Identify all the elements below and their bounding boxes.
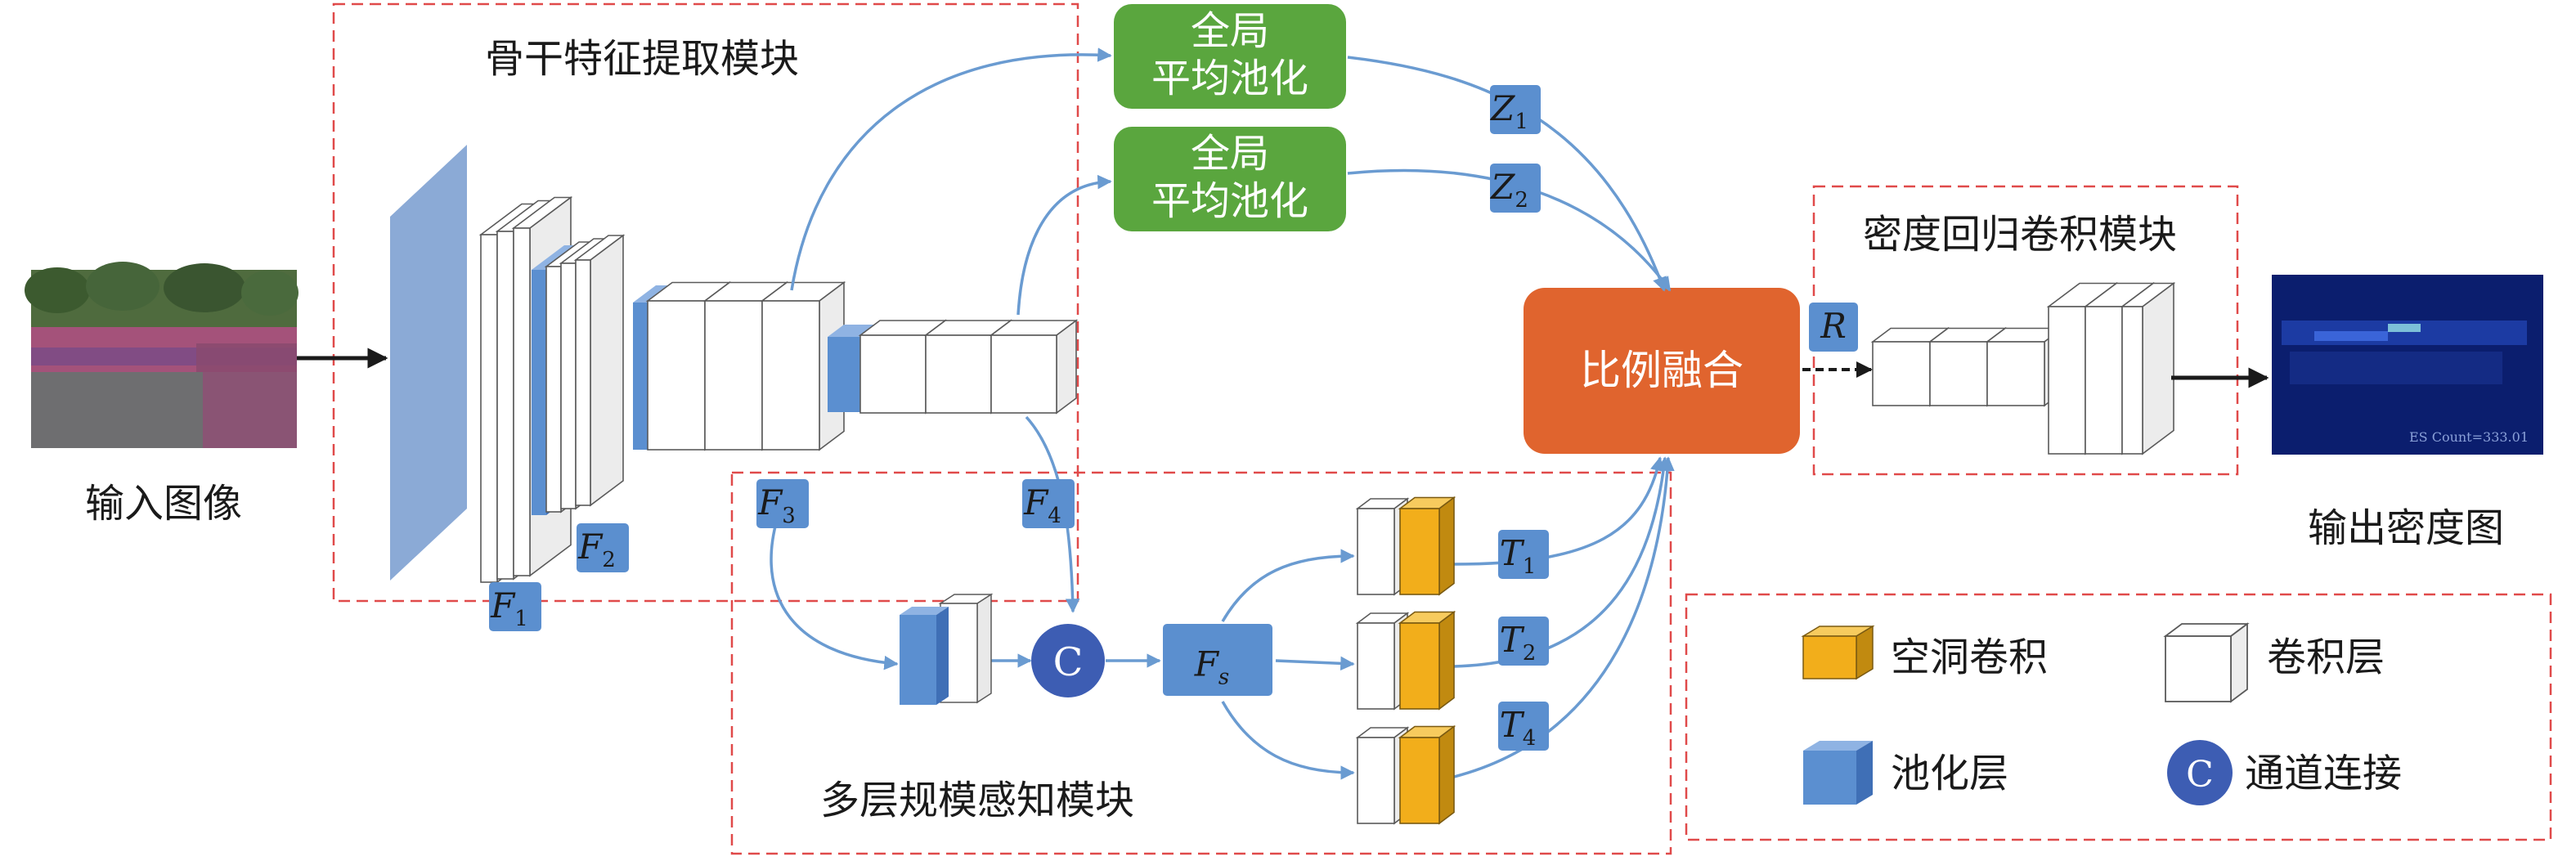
legend-conv-layer <box>2163 622 2250 703</box>
arrow-t1-to-fusion <box>1453 456 1665 566</box>
tag-fs-subscript: s <box>1218 665 1229 689</box>
tag-z1: Z1 <box>1489 85 1541 134</box>
gap-box-2: 全局 平均池化 <box>1114 127 1346 231</box>
legend-frame <box>1685 593 2552 841</box>
tag-t2: T2 <box>1498 617 1549 666</box>
scale-fusion-box: 比例融合 <box>1524 288 1800 454</box>
tag-f2-subscript: 2 <box>602 548 616 572</box>
density-module-title: 密度回归卷积模块 <box>1863 212 2177 258</box>
svg-text:T4: T4 <box>1500 705 1537 751</box>
density-conv6 <box>2120 281 2176 455</box>
tag-t1-letter: T <box>1500 533 1525 573</box>
input-layer-plane <box>390 145 467 581</box>
svg-text:F1: F1 <box>490 585 528 631</box>
tag-fs-letter: F <box>1194 644 1220 684</box>
gap-box-1: 全局 平均池化 <box>1114 4 1346 109</box>
tag-r-letter: R <box>1820 306 1847 346</box>
tag-f4: F4 <box>1022 479 1075 528</box>
tag-t2-subscript: 2 <box>1523 641 1537 666</box>
concat-node: C <box>1031 624 1105 697</box>
svg-text:T2: T2 <box>1500 620 1537 666</box>
input-image <box>25 262 298 448</box>
branch1-dilated-conv <box>1398 496 1456 596</box>
multiscale-module-title: 多层规模感知模块 <box>820 778 1134 823</box>
tag-fs: Fs <box>1163 624 1272 696</box>
output-count-text: ES Count=333.01 <box>2409 429 2529 445</box>
tag-z1-subscript: 1 <box>1515 110 1528 134</box>
backbone-conv2c <box>573 234 626 507</box>
tag-t2-letter: T <box>1500 620 1525 660</box>
arrow-fs-to-branch3 <box>1221 701 1355 780</box>
tag-f4-letter: F <box>1023 482 1049 522</box>
legend-concat-label: 通道连接 <box>2245 751 2402 796</box>
arrow-t4-to-fusion <box>1453 456 1675 778</box>
scale-fusion-label: 比例融合 <box>1580 347 1744 394</box>
tag-r: R <box>1809 303 1858 352</box>
tag-f4-subscript: 4 <box>1048 504 1061 528</box>
legend-pool-layer-label: 池化层 <box>1891 751 2008 796</box>
svg-text:Fs: Fs <box>1194 644 1230 689</box>
svg-text:T1: T1 <box>1500 533 1537 579</box>
tag-t1-subscript: 1 <box>1523 554 1537 579</box>
backbone-conv4c <box>989 319 1079 415</box>
tag-f1-subscript: 1 <box>514 607 528 631</box>
branch1-conv <box>1355 497 1410 596</box>
tag-z2-letter: Z <box>1489 167 1515 207</box>
tag-f2: F2 <box>577 523 629 572</box>
output-label: 输出密度图 <box>2308 505 2504 551</box>
tag-z2-subscript: 2 <box>1515 188 1528 213</box>
svg-text:F3: F3 <box>757 482 796 528</box>
legend-dilated-conv <box>1801 625 1875 680</box>
svg-text:F4: F4 <box>1023 482 1061 528</box>
tag-f1: F1 <box>489 582 541 631</box>
svg-text:R: R <box>1820 306 1847 346</box>
legend-dilated-conv-label: 空洞卷积 <box>1891 635 2048 680</box>
tag-t4-letter: T <box>1500 705 1525 745</box>
output-density-map: ES Count=333.01 <box>2272 275 2543 455</box>
backbone-module-frame <box>332 2 1079 603</box>
tag-t1: T1 <box>1498 530 1549 579</box>
branch2-conv <box>1355 612 1410 711</box>
gap-box-1-line1: 全局 <box>1191 8 1269 54</box>
fs-pool-conv-block <box>900 593 994 705</box>
tag-f3-letter: F <box>757 482 783 522</box>
branch2-dilated-conv <box>1398 610 1456 711</box>
svg-text:Z1: Z1 <box>1489 88 1528 134</box>
arrow-backbone-to-gap2 <box>1016 174 1112 316</box>
legend-pool-layer <box>1803 741 1873 805</box>
legend-conv-layer-label: 卷积层 <box>2267 635 2385 680</box>
tag-z1-letter: Z <box>1489 88 1515 128</box>
tag-t4: T4 <box>1498 702 1549 751</box>
concat-symbol: C <box>1053 639 1084 685</box>
tag-t4-subscript: 4 <box>1523 726 1537 751</box>
svg-text:F2: F2 <box>577 527 616 572</box>
arrow-f3-to-conv <box>770 506 899 670</box>
branch3-dilated-conv <box>1398 724 1456 825</box>
svg-text:Z2: Z2 <box>1489 167 1528 213</box>
arrow-backbone-to-gap1 <box>790 47 1112 291</box>
multiscale-module-frame <box>730 471 1672 855</box>
arrow-fs-to-branch1 <box>1221 549 1355 622</box>
legend-concat-symbol: C <box>2186 754 2214 796</box>
legend-concat: C <box>2167 740 2233 805</box>
input-label: 输入图像 <box>85 481 242 527</box>
tag-f3-subscript: 3 <box>782 504 796 528</box>
gap-box-1-line2: 平均池化 <box>1151 56 1308 101</box>
tag-f3: F3 <box>756 479 809 528</box>
arrow-fs-to-branch2 <box>1275 656 1355 671</box>
tag-z2: Z2 <box>1489 164 1541 213</box>
tag-f2-letter: F <box>577 527 604 567</box>
gap-box-2-line1: 全局 <box>1191 131 1269 177</box>
gap-box-2-line2: 平均池化 <box>1151 178 1308 224</box>
backbone-module-title: 骨干特征提取模块 <box>485 36 799 82</box>
tag-f1-letter: F <box>490 585 516 626</box>
